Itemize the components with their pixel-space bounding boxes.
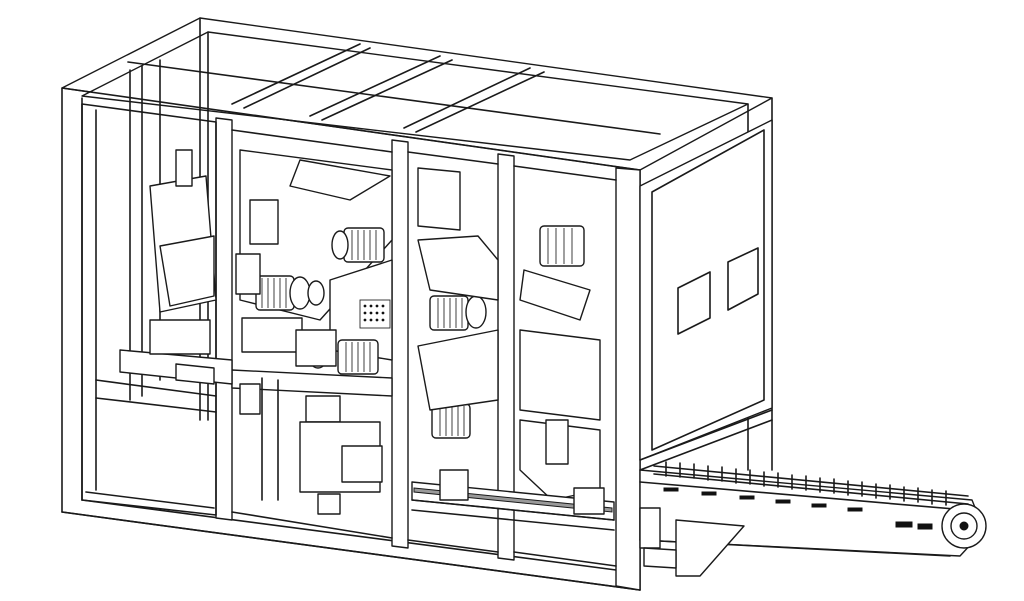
chain-links <box>665 461 947 506</box>
perforated-plate <box>359 299 391 329</box>
drive-sprocket <box>941 503 987 549</box>
motor-assemblies <box>149 149 601 515</box>
linear-rail <box>411 469 615 531</box>
side-panel <box>639 119 773 471</box>
motor-1 <box>255 275 325 311</box>
motor-6 <box>519 225 591 321</box>
inspection-windows <box>677 247 759 335</box>
motor-4 <box>429 295 487 331</box>
chain-conveyor <box>639 461 987 577</box>
motor-2 <box>331 227 385 263</box>
